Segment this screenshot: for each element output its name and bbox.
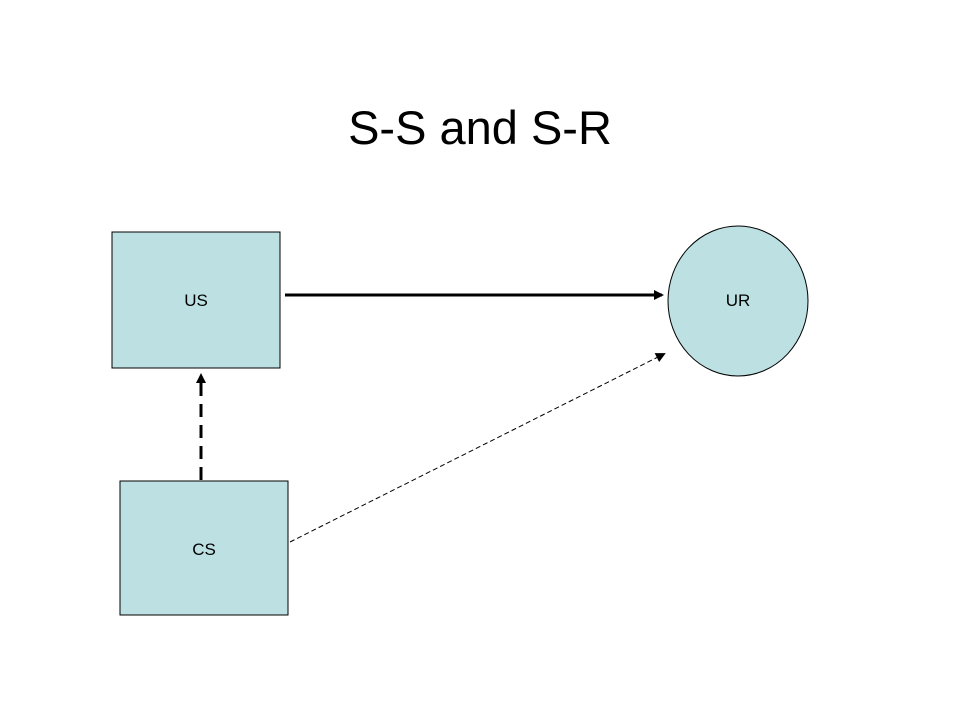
cs-to-ur-arrow <box>289 353 666 543</box>
ur-label: UR <box>726 291 751 310</box>
slide-title: S-S and S-R <box>348 101 612 154</box>
cs-node <box>119 480 289 616</box>
ur-node <box>667 225 809 377</box>
us-label: US <box>184 291 208 310</box>
us-node <box>111 231 281 369</box>
cs-label: CS <box>192 540 216 559</box>
